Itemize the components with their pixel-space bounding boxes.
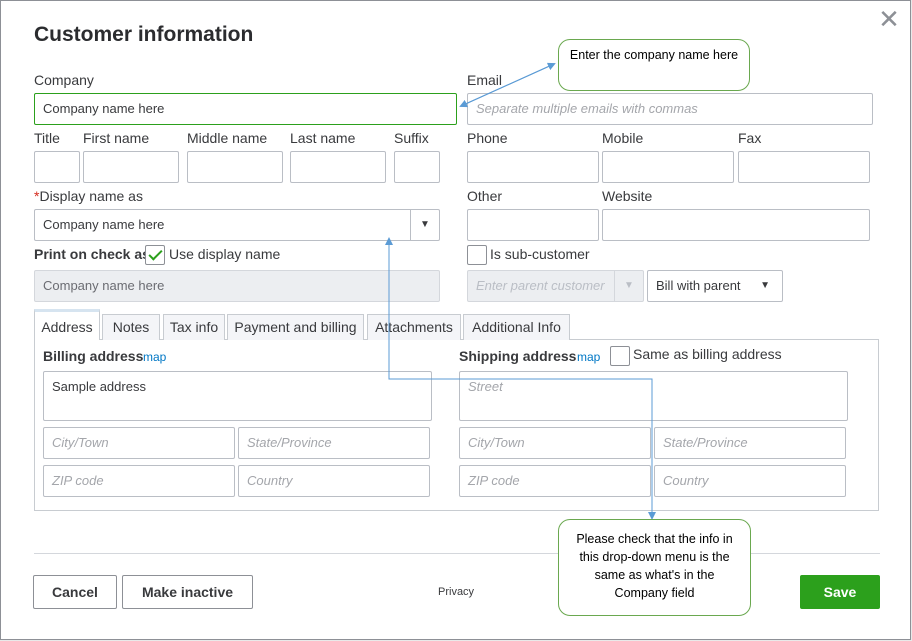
website-input[interactable] — [602, 209, 870, 241]
fax-input[interactable] — [738, 151, 870, 183]
make-inactive-button[interactable]: Make inactive — [122, 575, 253, 609]
billing-map-link[interactable]: map — [143, 350, 167, 364]
tab-notes[interactable]: Notes — [102, 314, 160, 340]
mobile-input[interactable] — [602, 151, 734, 183]
billing-city-input[interactable]: City/Town — [43, 427, 235, 459]
company-input[interactable]: Company name here — [34, 93, 457, 125]
tab-attachments[interactable]: Attachments — [367, 314, 461, 340]
title-label: Title — [34, 130, 60, 146]
bill-with-select[interactable]: Bill with parent ▼ — [647, 270, 783, 302]
billing-address-label: Billing address — [43, 348, 144, 364]
company-label: Company — [34, 72, 94, 88]
other-input[interactable] — [467, 209, 599, 241]
website-label: Website — [602, 188, 653, 204]
company-tip-callout: Enter the company name here — [558, 39, 750, 91]
email-input[interactable]: Separate multiple emails with commas — [467, 93, 873, 125]
billing-country-input[interactable]: Country — [238, 465, 430, 497]
shipping-country-input[interactable]: Country — [654, 465, 846, 497]
chevron-down-icon: ▼ — [760, 280, 770, 291]
save-button[interactable]: Save — [800, 575, 880, 609]
close-icon[interactable]: ✕ — [878, 4, 900, 34]
title-input[interactable] — [34, 151, 80, 183]
bill-with-value: Bill with parent — [656, 278, 741, 293]
dialog-title: Customer information — [34, 23, 254, 46]
phone-label: Phone — [467, 130, 508, 146]
tab-address[interactable]: Address — [34, 309, 100, 340]
suffix-label: Suffix — [394, 130, 429, 146]
print-on-check-input[interactable]: Company name here — [34, 270, 440, 302]
shipping-zip-input[interactable]: ZIP code — [459, 465, 651, 497]
display-name-value: Company name here — [43, 217, 165, 232]
phone-input[interactable] — [467, 151, 599, 183]
billing-street-input[interactable]: Sample address — [43, 371, 432, 421]
chevron-down-icon[interactable]: ▼ — [410, 210, 439, 240]
mobile-label: Mobile — [602, 130, 644, 146]
suffix-input[interactable] — [394, 151, 440, 183]
shipping-city-input[interactable]: City/Town — [459, 427, 651, 459]
display-name-label: *Display name as — [34, 188, 143, 204]
last-name-input[interactable] — [290, 151, 386, 183]
parent-customer-select[interactable]: Enter parent customer ▼ — [467, 270, 644, 302]
first-name-label: First name — [83, 130, 150, 146]
tab-payment-and-billing[interactable]: Payment and billing — [227, 314, 364, 340]
use-display-name-checkbox[interactable] — [145, 245, 165, 265]
same-as-billing-checkbox[interactable] — [610, 346, 630, 366]
display-name-label-text: Display name as — [39, 188, 143, 204]
email-label: Email — [467, 72, 503, 88]
is-sub-customer-label: Is sub-customer — [490, 246, 590, 262]
footer-divider — [34, 553, 880, 554]
parent-customer-placeholder: Enter parent customer — [476, 278, 605, 293]
middle-name-input[interactable] — [187, 151, 283, 183]
last-name-label: Last name — [290, 130, 356, 146]
shipping-address-label: Shipping address — [459, 348, 577, 364]
use-display-name-label: Use display name — [169, 246, 281, 262]
first-name-input[interactable] — [83, 151, 179, 183]
same-as-billing-label: Same as billing address — [633, 346, 782, 362]
required-marker: * — [34, 188, 40, 204]
print-on-check-label: Print on check as — [34, 246, 150, 262]
other-label: Other — [467, 188, 503, 204]
is-sub-customer-checkbox[interactable] — [467, 245, 487, 265]
shipping-map-link[interactable]: map — [577, 350, 601, 364]
cancel-button[interactable]: Cancel — [33, 575, 117, 609]
billing-state-input[interactable]: State/Province — [238, 427, 430, 459]
tab-additional-info[interactable]: Additional Info — [463, 314, 570, 340]
dropdown-tip-callout: Please check that the info in this drop-… — [558, 519, 751, 616]
shipping-street-input[interactable]: Street — [459, 371, 848, 421]
chevron-down-icon: ▼ — [614, 271, 643, 301]
privacy-link[interactable]: Privacy — [438, 586, 475, 598]
display-name-select[interactable]: Company name here ▼ — [34, 209, 440, 241]
shipping-state-input[interactable]: State/Province — [654, 427, 846, 459]
middle-name-label: Middle name — [187, 130, 268, 146]
tab-tax-info[interactable]: Tax info — [163, 314, 225, 340]
billing-zip-input[interactable]: ZIP code — [43, 465, 235, 497]
fax-label: Fax — [738, 130, 762, 146]
